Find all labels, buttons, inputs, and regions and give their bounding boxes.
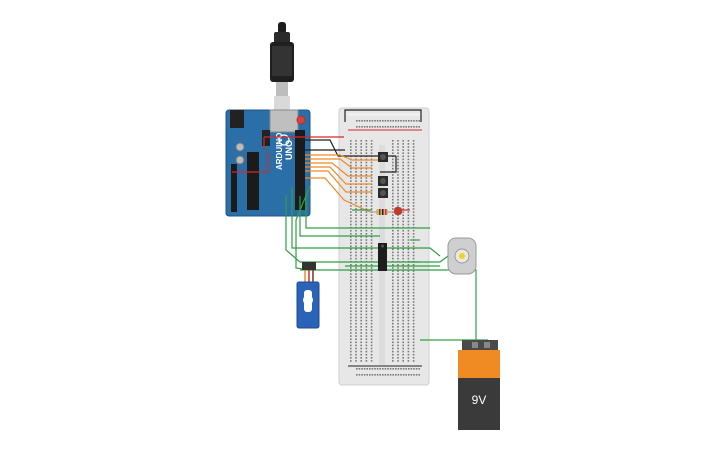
power-rail-jumper[interactable] [344, 109, 422, 122]
usb-port [269, 109, 299, 133]
push-buttons[interactable] [378, 152, 388, 198]
motor-driver-ic[interactable] [378, 243, 387, 271]
battery-label: 9V [472, 393, 487, 407]
led[interactable] [394, 207, 402, 215]
wires[interactable] [232, 136, 488, 341]
atmega-chip [247, 152, 259, 210]
arduino-brand-text: ARDUINO [275, 133, 284, 170]
arduino-logo-icon [278, 134, 290, 146]
arduino-model-text: UNO [284, 140, 294, 160]
power-jack [230, 110, 244, 128]
9v-battery[interactable]: 9V [458, 340, 500, 430]
dc-motor[interactable] [447, 237, 477, 275]
usb-cable[interactable] [270, 22, 294, 114]
reset-button[interactable] [296, 115, 306, 125]
resistor[interactable] [370, 209, 394, 215]
servo-motor[interactable] [296, 262, 320, 329]
